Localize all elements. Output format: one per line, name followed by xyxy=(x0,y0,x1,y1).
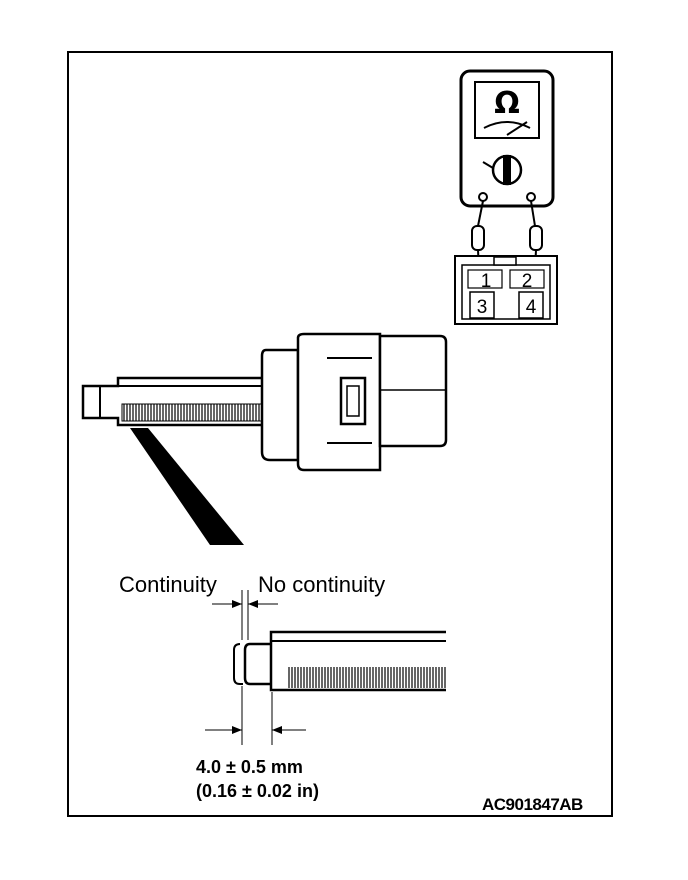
ohmmeter-icon: Ω xyxy=(459,69,555,208)
dimension-mm-label: 4.0 ± 0.5 mm xyxy=(196,757,303,777)
magnification-callout xyxy=(130,428,244,545)
ohm-symbol: Ω xyxy=(494,86,520,121)
terminal-3-label: 3 xyxy=(477,297,488,318)
no-continuity-label: No continuity xyxy=(258,572,386,597)
figure-frame xyxy=(67,51,613,817)
continuity-label: Continuity xyxy=(119,572,217,597)
test-leads xyxy=(471,200,543,271)
figure-code: AC901847AB xyxy=(482,795,583,814)
switch-body xyxy=(81,332,448,472)
continuity-boundary-marker xyxy=(212,590,278,640)
dimension-marker xyxy=(205,686,306,745)
plunger-detail xyxy=(233,630,446,692)
terminal-4-label: 4 xyxy=(526,297,537,318)
terminal-2-label: 2 xyxy=(522,271,533,292)
connector-face: 1 2 3 4 xyxy=(454,255,558,325)
dimension-in-label: (0.16 ± 0.02 in) xyxy=(196,781,319,801)
terminal-1-label: 1 xyxy=(481,271,492,292)
